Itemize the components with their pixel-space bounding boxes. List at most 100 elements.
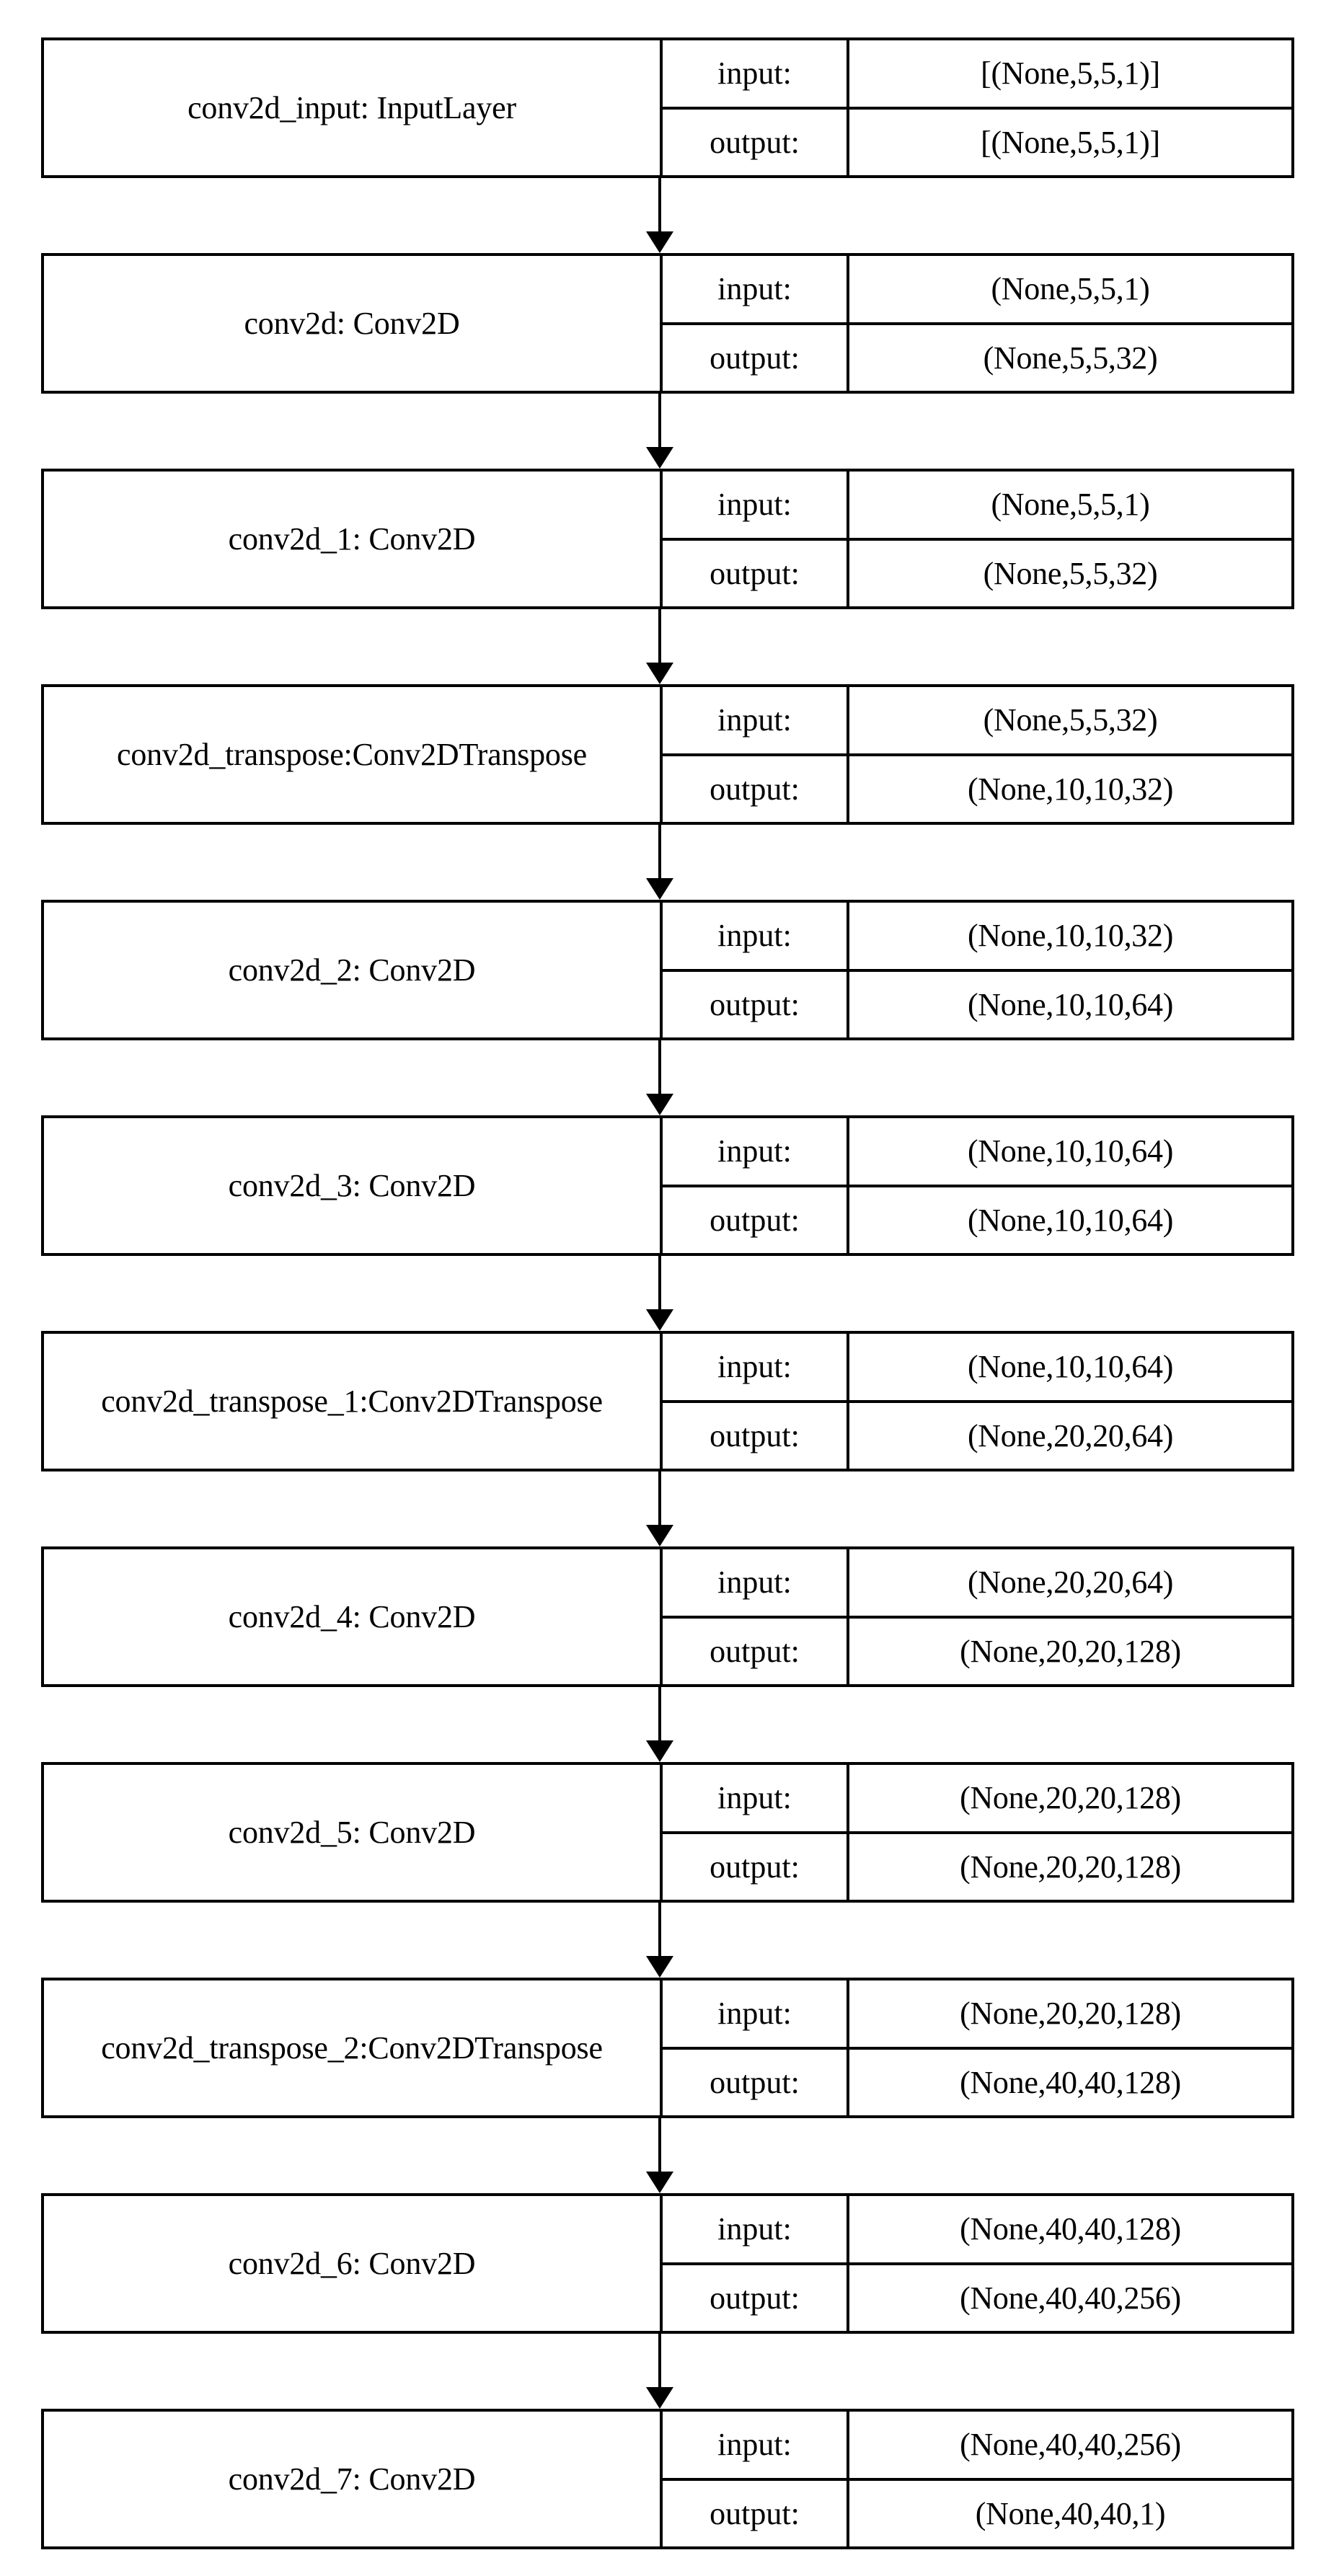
layer-node-box[interactable]: conv2d_input: InputLayer input:[(None,5,5… [41,37,1294,178]
layer-name-line: conv2d_7: Conv2D [228,2461,476,2497]
layer-name: conv2d_6: Conv2D [44,2196,660,2331]
layer-output-row: output:(None,20,20,128) [663,1618,1291,1684]
layer-output-shape: (None,5,5,32) [983,340,1158,376]
layer-io-table: input:(None,10,10,32)output:(None,10,10,… [660,903,1291,1037]
layer-name-line: conv2d_transpose_1: [101,1383,368,1419]
arrow-head-down-icon [646,663,673,684]
layer-io-table: input:(None,10,10,64)output:(None,20,20,… [660,1334,1291,1469]
layer-output-row: output:[(None,5,5,1)] [663,109,1291,175]
layer-input-label: input: [663,1765,849,1831]
layer-output-shape: (None,10,10,32) [967,771,1174,807]
edge-arrow [41,825,1294,900]
edge-arrow [41,1687,1294,1762]
layer-input-shape: (None,10,10,32) [967,918,1174,954]
layer-name-line: conv2d_5: Conv2D [228,1814,476,1850]
layer-output-label: output: [663,2049,849,2115]
layer-input-label: input: [663,2412,849,2478]
layer-name: conv2d_transpose_1:Conv2DTranspose [44,1334,660,1469]
arrow-head-down-icon [646,1094,673,1115]
layer-input-shape: (None,40,40,256) [960,2427,1181,2463]
layer-input-row: input:(None,20,20,64) [663,1549,1291,1619]
edge-shaft [658,1040,661,1095]
layer-output-label: output: [663,756,849,822]
layer-name: conv2d_2: Conv2D [44,903,660,1037]
layer-input-label: input: [663,2196,849,2262]
edge-shaft [658,825,661,880]
layer-output-label: output: [663,2265,849,2331]
layer-input-label: input: [663,687,849,753]
layer-input-row: input: (None,5,5,32) [663,687,1291,756]
layer-name-line: conv2d_2: Conv2D [228,952,476,988]
layer-name: conv2d_transpose_2:Conv2DTranspose [44,1980,660,2115]
edge-arrow [41,2118,1294,2193]
layer-output-shape: (None,40,40,128) [960,2064,1181,2100]
layer-input-row: input:(None,10,10,64) [663,1334,1291,1403]
layer-input-shape: (None,5,5,1) [991,487,1150,523]
layer-output-row: output: (None,10,10,32) [663,756,1291,822]
layer-name: conv2d_1: Conv2D [44,472,660,606]
layer-name-line: Conv2DTranspose [352,736,588,772]
edge-arrow [41,178,1294,253]
layer-output-label: output: [663,324,849,391]
arrow-head-down-icon [646,1740,673,1762]
layer-output-shape: (None,40,40,1) [975,2495,1166,2531]
edge-shaft [658,2118,661,2173]
layer-output-shape: (None,5,5,32) [983,555,1158,591]
layer-node[interactable]: conv2d_input: InputLayer input:[(None,5,5… [41,37,1294,178]
layer-name-line: conv2d_transpose: [117,736,353,772]
node-stack: conv2d_input: InputLayer input:[(None,5,5… [41,37,1294,2549]
arrow-head-down-icon [646,1309,673,1331]
arrow-head-down-icon [646,447,673,469]
layer-name-line: conv2d: Conv2D [244,305,460,341]
layer-name: conv2d_transpose:Conv2DTranspose [44,687,660,822]
edge-arrow [41,1903,1294,1978]
edge-shaft [658,394,661,448]
layer-input-row: input:(None,10,10,32) [663,903,1291,972]
layer-input-row: input:(None,20,20,128) [663,1765,1291,1834]
layer-name: conv2d: Conv2D [44,256,660,391]
layer-node[interactable]: conv2d_2: Conv2D input:(None,10,10,32)out… [41,900,1294,1040]
layer-input-row: input: (None,5,5,1) [663,256,1291,325]
layer-output-row: output: (None,40,40,256) [663,2265,1291,2331]
layer-input-row: input:[(None,5,5,1)] [663,40,1291,110]
edge-shaft [658,1471,661,1526]
layer-output-label: output: [663,1187,849,1253]
layer-output-row: output:(None,20,20,128) [663,1833,1291,1900]
layer-node-box[interactable]: conv2d_2: Conv2D input:(None,10,10,32)out… [41,900,1294,1040]
layer-input-label: input: [663,256,849,322]
layer-node[interactable]: conv2d_5: Conv2D input:(None,20,20,128)ou… [41,1762,1294,1903]
edge-shaft [658,1256,661,1311]
layer-node-box[interactable]: conv2d: Conv2D input: (None,5,5,1) output: (… [41,253,1294,394]
layer-output-row: output:(None,40,40,1) [663,2480,1291,2546]
layer-node[interactable]: conv2d: Conv2D input: (None,5,5,1) output: (… [41,253,1294,394]
layer-input-shape: (None,5,5,32) [983,702,1158,738]
layer-node[interactable]: conv2d_7: Conv2D input: (None,40,40,256) ou… [41,2409,1294,2549]
layer-node-box[interactable]: conv2d_5: Conv2D input:(None,20,20,128)ou… [41,1762,1294,1903]
layer-input-shape: (None,10,10,64) [967,1133,1174,1169]
layer-name: conv2d_4: Conv2D [44,1549,660,1684]
layer-node-box[interactable]: conv2d_7: Conv2D input: (None,40,40,256) ou… [41,2409,1294,2549]
layer-input-shape: (None,5,5,1) [991,271,1150,307]
layer-input-row: input: (None,40,40,256) [663,2412,1291,2481]
layer-name-line: conv2d_input: InputLayer [187,89,516,125]
layer-output-shape: (None,40,40,256) [960,2280,1181,2316]
layer-output-shape: (None,10,10,64) [967,1202,1174,1238]
layer-name-line: Conv2DTranspose [368,2030,603,2066]
layer-input-shape: (None,20,20,64) [967,1564,1174,1601]
layer-name-line: conv2d_1: Conv2D [228,521,476,557]
